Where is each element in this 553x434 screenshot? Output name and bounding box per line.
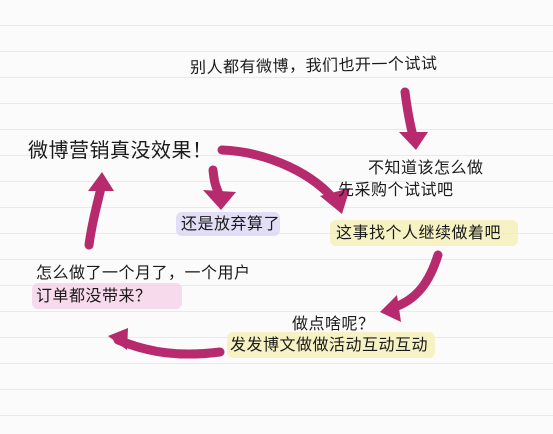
arrow-left-up xyxy=(84,183,106,250)
arrow-top-right xyxy=(400,87,418,141)
purple-highlight-mark xyxy=(176,212,280,236)
arrow-right-down xyxy=(387,250,443,313)
note-post-and-engage: 发发博文做做活动互动互动 xyxy=(230,335,429,354)
note-weibo-no-effect: 微博营销真没效果！ xyxy=(28,138,213,162)
note-no-orders: 订单都没带来？ xyxy=(36,286,152,305)
arrow-center-right xyxy=(217,145,341,207)
yellow-highlight-mark-2 xyxy=(227,332,435,358)
note-dont-know-how: 不知道该怎么做 xyxy=(368,158,484,177)
pink-highlight-mark xyxy=(32,283,182,309)
note-give-up: 还是放弃算了 xyxy=(181,214,281,233)
arrowheads xyxy=(88,132,428,350)
note-try-purchasing: 先采购个试试吧 xyxy=(338,180,454,199)
note-what-to-do: 做点啥呢？ xyxy=(292,314,375,333)
note-one-month: 怎么做了一个月了，一个用户 xyxy=(36,263,251,282)
yellow-highlight-mark xyxy=(330,220,518,246)
arrow-bottom-left xyxy=(113,335,225,359)
note-find-someone: 这事找个人继续做着吧 xyxy=(336,223,502,242)
